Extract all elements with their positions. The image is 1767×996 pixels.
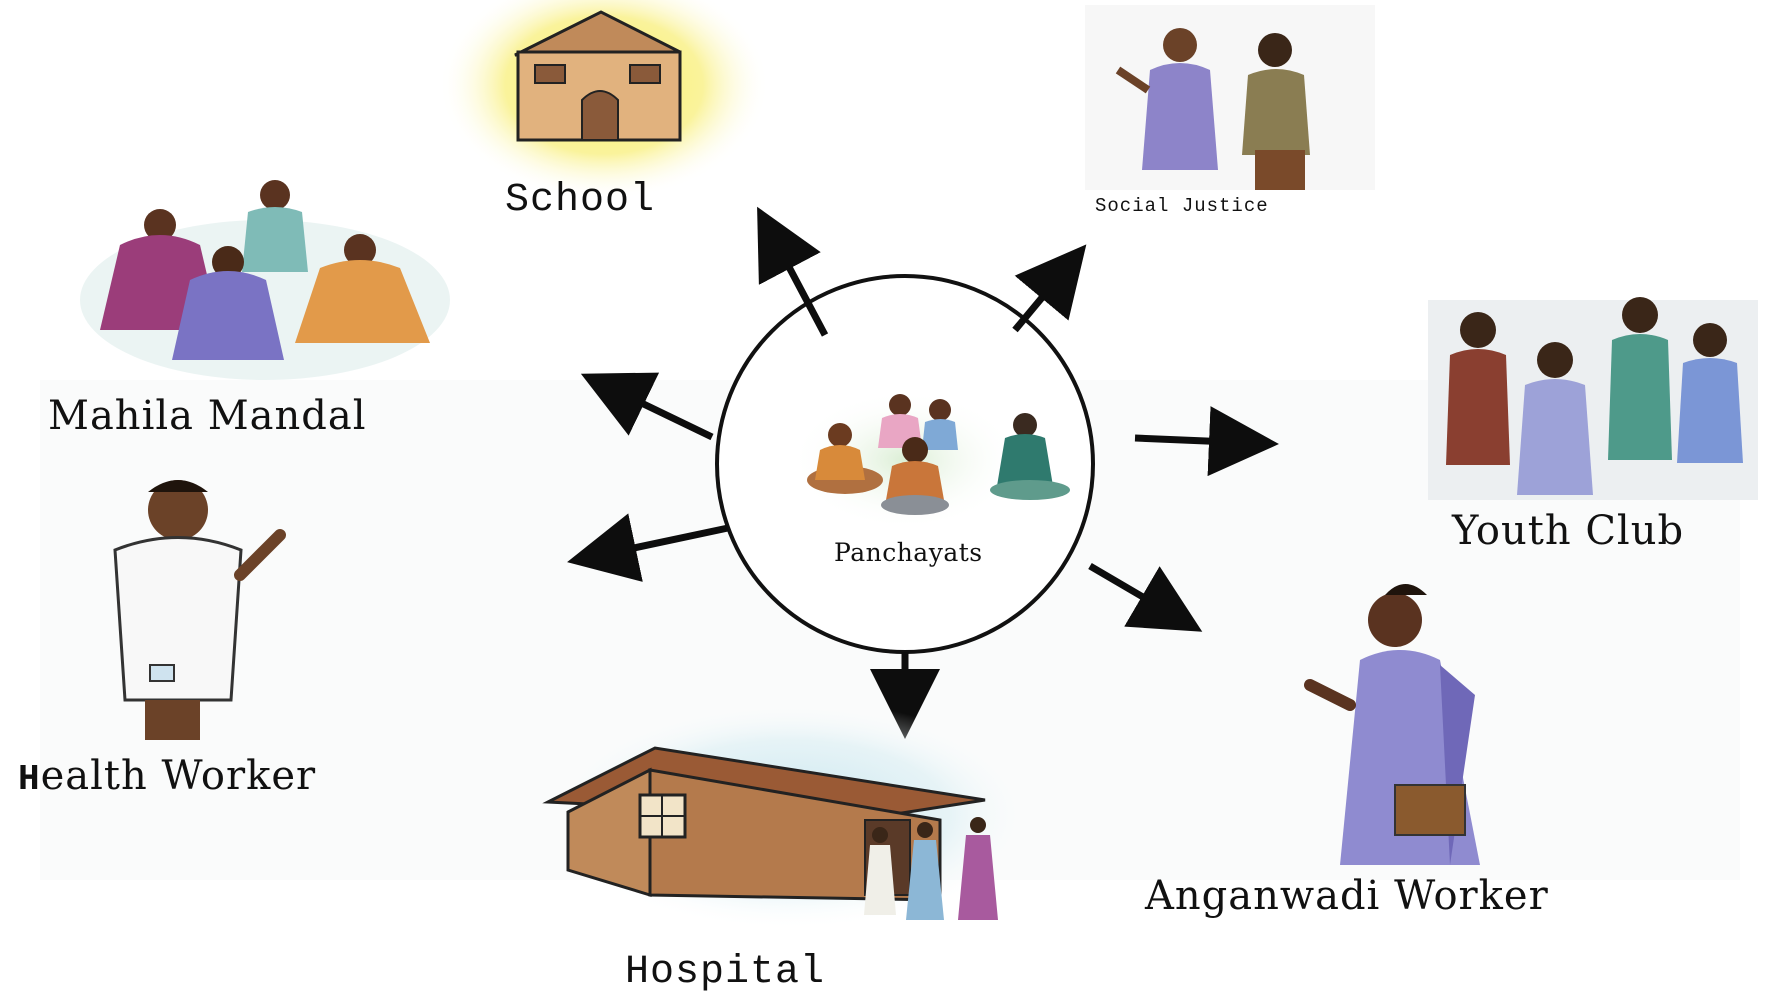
panchayats-illustration xyxy=(807,394,1070,515)
arrows xyxy=(567,206,1279,739)
health-worker-coat xyxy=(113,536,243,702)
arrow-to-school xyxy=(757,206,829,337)
arrow-to-anganwadi xyxy=(1088,562,1203,632)
panchayats-glow xyxy=(790,390,1020,530)
arrow-to-social-justice xyxy=(1012,244,1087,333)
youth-club-label: Youth Club xyxy=(1452,508,1685,554)
school-label: School xyxy=(505,178,656,223)
school-door xyxy=(581,90,619,141)
mahila-mandal-illustration xyxy=(80,180,450,380)
arrow-to-health-worker xyxy=(567,513,729,582)
health-worker-label-rest: ealth Worker xyxy=(40,753,317,799)
anganwadi-worker-illustration xyxy=(1304,584,1480,865)
youth-club-illustration xyxy=(1428,297,1758,500)
mahila-mandal-label: Mahila Mandal xyxy=(48,393,367,439)
health-worker-label-initial: H xyxy=(18,759,41,800)
health-worker-illustration xyxy=(113,480,286,740)
arrow-to-youth-club xyxy=(1134,406,1279,477)
panchayats-hub xyxy=(715,274,1095,654)
anganwadi-worker-label: Anganwadi Worker xyxy=(1145,873,1549,919)
arrow-to-mahila-mandal xyxy=(580,372,714,441)
hospital-label: Hospital xyxy=(625,950,826,995)
social-justice-illustration xyxy=(1085,5,1375,190)
school-illustration xyxy=(439,0,769,200)
panchayats-label: Panchayats xyxy=(834,538,983,567)
health-worker-label: Health Worker xyxy=(18,753,316,800)
hospital-illustration xyxy=(542,700,1035,930)
social-justice-label: Social Justice xyxy=(1095,195,1269,217)
